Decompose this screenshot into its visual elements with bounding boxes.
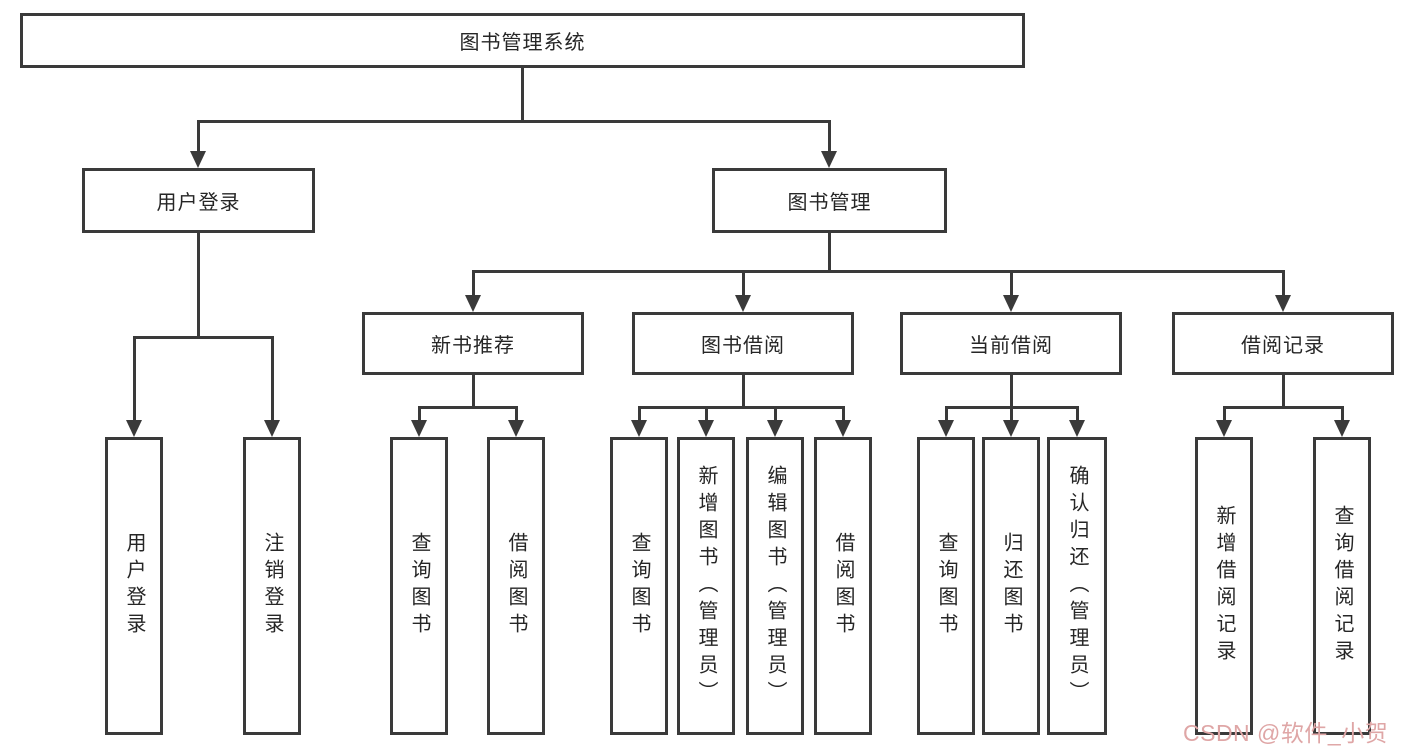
connector-line-vertical xyxy=(1341,406,1344,423)
arrowhead-down-icon xyxy=(508,420,524,437)
connector-line-vertical xyxy=(638,406,641,423)
node-new-book-recommendation: 新书推荐 xyxy=(362,312,584,375)
connector-line-vertical xyxy=(133,336,136,423)
arrowhead-down-icon xyxy=(698,420,714,437)
connector-line-vertical xyxy=(197,120,200,154)
leaf-logout-login: 注销登录 xyxy=(243,437,301,735)
watermark: CSDN @软件_小贺同学 xyxy=(1183,720,1389,746)
arrowhead-down-icon xyxy=(1334,420,1350,437)
connector-line-vertical xyxy=(1223,406,1226,423)
node-user-login: 用户登录 xyxy=(82,168,315,233)
leaf-add-borrow-record: 新增借阅记录 xyxy=(1195,437,1253,735)
arrowhead-down-icon xyxy=(1216,420,1232,437)
connector-line-horizontal xyxy=(472,270,1285,273)
connector-line-vertical xyxy=(945,406,948,423)
connector-line-vertical xyxy=(472,270,475,298)
node-current-borrowing: 当前借阅 xyxy=(900,312,1122,375)
connector-line-horizontal xyxy=(418,406,518,409)
connector-line-vertical xyxy=(1010,373,1013,408)
arrowhead-down-icon xyxy=(1275,295,1291,312)
leaf-edit-books-admin: 编辑图书（管理员） xyxy=(746,437,804,735)
arrowhead-down-icon xyxy=(821,151,837,168)
leaf-query-books-borrowing: 查询图书 xyxy=(610,437,668,735)
node-book-management: 图书管理 xyxy=(712,168,947,233)
arrowhead-down-icon xyxy=(767,420,783,437)
leaf-borrow-books-borrowing: 借阅图书 xyxy=(814,437,872,735)
leaf-add-books-admin: 新增图书（管理员） xyxy=(677,437,735,735)
connector-line-vertical xyxy=(271,336,274,423)
arrowhead-down-icon xyxy=(835,420,851,437)
arrowhead-down-icon xyxy=(631,420,647,437)
arrowhead-down-icon xyxy=(735,295,751,312)
connector-line-vertical xyxy=(1282,373,1285,408)
leaf-return-books: 归还图书 xyxy=(982,437,1040,735)
arrowhead-down-icon xyxy=(1003,295,1019,312)
connector-line-vertical xyxy=(1076,406,1079,423)
connector-line-vertical xyxy=(742,270,745,298)
connector-line-vertical xyxy=(842,406,845,423)
leaf-query-books-current: 查询图书 xyxy=(917,437,975,735)
node-library-management-system: 图书管理系统 xyxy=(20,13,1025,68)
connector-line-horizontal xyxy=(945,406,1079,409)
connector-line-horizontal xyxy=(133,336,274,339)
connector-line-vertical xyxy=(515,406,518,423)
arrowhead-down-icon xyxy=(264,420,280,437)
connector-line-vertical xyxy=(197,231,200,338)
connector-line-vertical xyxy=(828,120,831,154)
connector-line-vertical xyxy=(705,406,708,423)
connector-line-horizontal xyxy=(638,406,845,409)
leaf-user-login: 用户登录 xyxy=(105,437,163,735)
node-borrowing-records: 借阅记录 xyxy=(1172,312,1394,375)
connector-line-vertical xyxy=(418,406,421,423)
arrowhead-down-icon xyxy=(411,420,427,437)
arrowhead-down-icon xyxy=(1003,420,1019,437)
connector-line-vertical xyxy=(472,373,475,408)
leaf-confirm-return-admin: 确认归还（管理员） xyxy=(1047,437,1107,735)
arrowhead-down-icon xyxy=(190,151,206,168)
connector-line-vertical xyxy=(774,406,777,423)
arrowhead-down-icon xyxy=(938,420,954,437)
leaf-query-books-recommend: 查询图书 xyxy=(390,437,448,735)
node-book-borrowing: 图书借阅 xyxy=(632,312,854,375)
leaf-borrow-books-recommend: 借阅图书 xyxy=(487,437,545,735)
connector-line-vertical xyxy=(1282,270,1285,298)
leaf-query-borrow-record: 查询借阅记录 xyxy=(1313,437,1371,735)
connector-line-horizontal xyxy=(197,120,831,123)
connector-line-vertical xyxy=(1010,270,1013,298)
connector-line-vertical xyxy=(742,373,745,408)
arrowhead-down-icon xyxy=(465,295,481,312)
arrowhead-down-icon xyxy=(126,420,142,437)
connector-line-vertical xyxy=(521,68,524,122)
connector-line-vertical xyxy=(828,231,831,272)
arrowhead-down-icon xyxy=(1069,420,1085,437)
connector-line-vertical xyxy=(1010,406,1013,423)
connector-line-horizontal xyxy=(1223,406,1344,409)
